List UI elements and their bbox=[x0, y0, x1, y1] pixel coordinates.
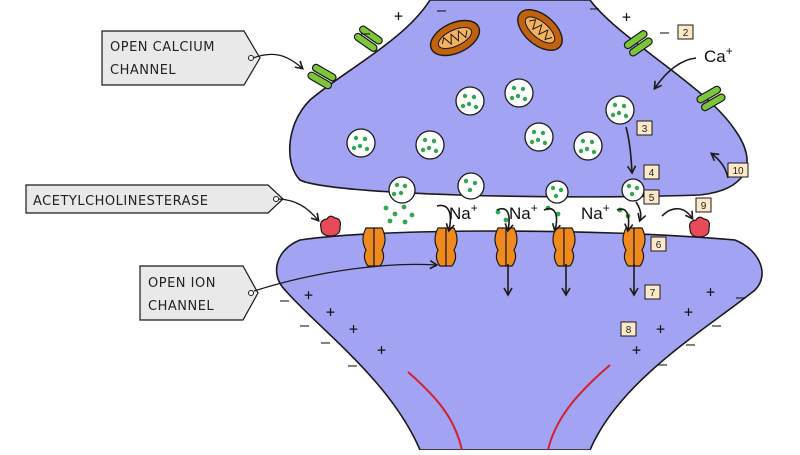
svg-text:+: + bbox=[394, 7, 403, 25]
release-arrow bbox=[635, 201, 647, 223]
svg-text:–: – bbox=[348, 356, 358, 374]
svg-text:–: – bbox=[300, 316, 310, 334]
recycle-arrow bbox=[709, 152, 729, 179]
step-box-6: 6 bbox=[650, 236, 667, 252]
svg-text:Ca+: Ca+ bbox=[704, 44, 733, 66]
calcium-entry-arrow bbox=[653, 57, 697, 91]
receptor bbox=[434, 227, 458, 267]
postsynaptic-cell bbox=[275, 230, 763, 451]
mitochondrion bbox=[517, 9, 563, 51]
vesicle-move-arrow bbox=[625, 126, 637, 175]
label-open-calcium-channel: OPEN CALCIUM CHANNEL bbox=[101, 30, 304, 86]
svg-text:3: 3 bbox=[642, 124, 648, 135]
na-inflow-arrow bbox=[543, 208, 561, 233]
svg-text:–: – bbox=[712, 316, 722, 334]
fusing-vesicle bbox=[545, 180, 569, 204]
fusing-vesicle bbox=[457, 172, 485, 200]
fusing-vesicle bbox=[388, 176, 416, 204]
svg-text:2: 2 bbox=[683, 28, 689, 39]
step-box-9: 9 bbox=[695, 197, 712, 213]
postsynaptic-line-right bbox=[547, 364, 611, 451]
svg-text:+: + bbox=[706, 283, 715, 301]
vesicle bbox=[504, 78, 534, 108]
na-inflow-arrow bbox=[496, 208, 514, 233]
label-open-ion-channel: OPEN ION CHANNEL bbox=[139, 259, 439, 321]
svg-text:+: + bbox=[684, 303, 693, 321]
svg-text:+: + bbox=[304, 286, 313, 304]
svg-text:+: + bbox=[326, 303, 335, 321]
svg-text:+: + bbox=[622, 8, 631, 26]
step-box-8: 8 bbox=[620, 321, 637, 337]
acetylcholinesterase-enzyme bbox=[320, 215, 342, 237]
svg-text:+: + bbox=[632, 341, 641, 359]
fusing-vesicle bbox=[621, 178, 645, 202]
step-box-7: 7 bbox=[644, 284, 661, 300]
svg-text:10: 10 bbox=[732, 166, 744, 177]
step-box-4: 4 bbox=[643, 164, 660, 180]
svg-text:–: – bbox=[437, 1, 447, 19]
svg-text:4: 4 bbox=[649, 168, 655, 179]
receptor bbox=[362, 227, 386, 267]
svg-text:Na+: Na+ bbox=[449, 201, 478, 223]
svg-text:CHANNEL: CHANNEL bbox=[110, 63, 176, 78]
svg-text:–: – bbox=[280, 291, 290, 309]
na-inflow-arrow bbox=[436, 204, 455, 233]
svg-text:–: – bbox=[686, 335, 696, 353]
svg-text:OPEN ION: OPEN ION bbox=[148, 276, 216, 291]
vesicle bbox=[524, 122, 554, 152]
svg-text:+: + bbox=[349, 320, 358, 338]
step-box-2: 2 bbox=[677, 24, 694, 40]
svg-text:9: 9 bbox=[701, 201, 707, 212]
receptor bbox=[552, 227, 576, 267]
postsynaptic-line-left bbox=[407, 371, 463, 451]
na-inflow-arrow bbox=[616, 208, 634, 233]
svg-text:–: – bbox=[590, 0, 600, 17]
vesicle bbox=[455, 86, 485, 116]
calcium-channel bbox=[353, 25, 383, 52]
svg-text:+: + bbox=[656, 320, 665, 338]
released-acetylcholine bbox=[383, 204, 631, 225]
sodium-ion-label: Na+ bbox=[449, 201, 478, 223]
svg-text:8: 8 bbox=[626, 325, 632, 336]
calcium-channel bbox=[307, 63, 337, 90]
svg-text:–: – bbox=[658, 355, 668, 373]
calcium-ion-label: Ca+ bbox=[704, 44, 733, 66]
sodium-ion-label: Na+ bbox=[509, 201, 538, 223]
svg-text:ACETYLCHOLINESTERASE: ACETYLCHOLINESTERASE bbox=[33, 194, 208, 209]
vesicle bbox=[346, 128, 376, 158]
enzyme-arrow bbox=[661, 207, 694, 221]
svg-text:–: – bbox=[361, 24, 371, 42]
step-box-5: 5 bbox=[643, 189, 660, 205]
svg-text:6: 6 bbox=[656, 240, 662, 251]
receptor bbox=[494, 227, 518, 267]
vesicle bbox=[415, 130, 445, 160]
acetylcholinesterase-enzyme bbox=[689, 216, 711, 238]
label-acetylcholinesterase: ACETYLCHOLINESTERASE bbox=[25, 184, 320, 222]
vesicle bbox=[573, 131, 603, 161]
sodium-ion-label: Na+ bbox=[581, 201, 610, 223]
svg-text:CHANNEL: CHANNEL bbox=[148, 299, 214, 314]
step-box-10: 10 bbox=[727, 162, 749, 178]
svg-text:Na+: Na+ bbox=[509, 201, 538, 223]
svg-text:5: 5 bbox=[649, 193, 655, 204]
svg-text:–: – bbox=[736, 288, 746, 306]
process-arrows bbox=[436, 57, 729, 297]
mitochondrion bbox=[429, 19, 481, 57]
charge-signs: + – – + – – – + – + – + – + + – + – + – … bbox=[280, 0, 746, 374]
svg-text:7: 7 bbox=[650, 288, 656, 299]
vesicle bbox=[605, 95, 635, 125]
calcium-channel bbox=[696, 85, 726, 112]
step-box-3: 3 bbox=[636, 120, 653, 136]
svg-text:+: + bbox=[377, 341, 386, 359]
receptor bbox=[622, 227, 646, 267]
svg-text:–: – bbox=[660, 23, 670, 41]
svg-text:Na+: Na+ bbox=[581, 201, 610, 223]
svg-text:–: – bbox=[321, 333, 331, 351]
calcium-channel bbox=[623, 30, 653, 57]
svg-text:OPEN CALCIUM: OPEN CALCIUM bbox=[110, 40, 215, 55]
